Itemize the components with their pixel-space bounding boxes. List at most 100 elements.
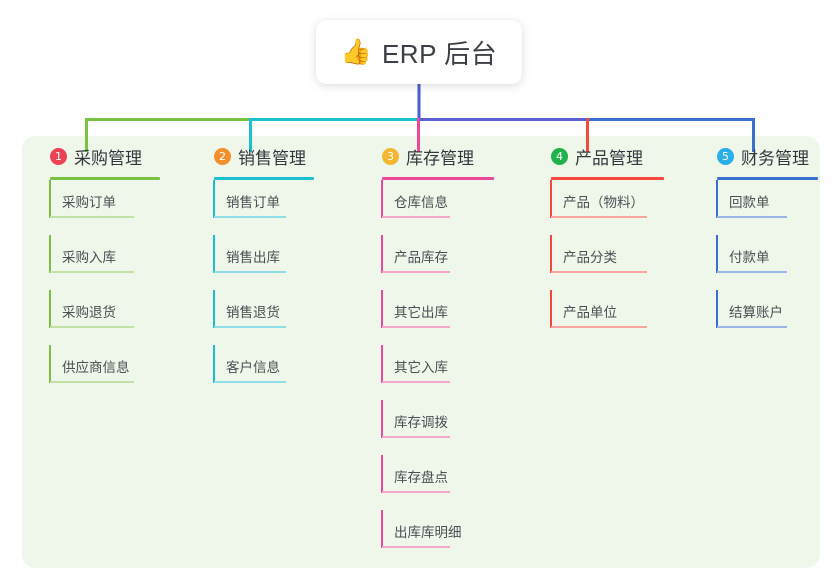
child-stem-line <box>716 180 718 218</box>
thumbs-up-icon: 👍 <box>340 37 372 66</box>
child-label: 采购订单 <box>62 195 116 210</box>
child-stem-line <box>213 235 215 273</box>
branch-header-5[interactable]: 5 财务管理 <box>703 143 818 169</box>
child-underline <box>382 271 450 273</box>
branch-child-item[interactable]: 出库库明细 <box>368 510 494 565</box>
child-stem-line <box>49 180 51 218</box>
child-underline <box>382 216 450 218</box>
root-label: ERP 后台 <box>381 38 498 69</box>
child-underline <box>382 491 450 493</box>
branch-children: 回款单付款单结算账户 <box>703 180 818 345</box>
child-label: 产品（物料） <box>563 195 644 210</box>
child-label: 出库库明细 <box>394 525 462 540</box>
child-underline <box>50 381 134 383</box>
child-underline <box>214 271 286 273</box>
child-stem-line <box>381 400 383 438</box>
child-stem-line <box>381 455 383 493</box>
branch-underline <box>214 177 314 180</box>
branch-child-item[interactable]: 客户信息 <box>200 345 314 400</box>
child-label: 产品分类 <box>563 250 617 265</box>
branch-underline <box>382 177 494 180</box>
branch-underline <box>50 177 160 180</box>
child-underline <box>717 216 787 218</box>
branch-title: 财务管理 <box>741 148 809 168</box>
root-node[interactable]: 👍 ERP 后台 <box>316 20 522 84</box>
child-underline <box>382 326 450 328</box>
child-label: 客户信息 <box>226 360 280 375</box>
branch-child-item[interactable]: 其它出库 <box>368 290 494 345</box>
branch-number-badge: 5 <box>717 147 734 165</box>
branch-underline <box>551 177 664 180</box>
branches-panel <box>22 136 820 568</box>
branch-child-item[interactable]: 结算账户 <box>703 290 818 345</box>
branch-child-item[interactable]: 产品分类 <box>537 235 664 290</box>
child-stem-line <box>213 290 215 328</box>
child-stem-line <box>381 510 383 548</box>
child-stem-line <box>49 345 51 383</box>
child-label: 销售出库 <box>226 250 280 265</box>
child-stem-line <box>381 345 383 383</box>
child-stem-line <box>49 235 51 273</box>
branch-child-item[interactable]: 采购入库 <box>36 235 160 290</box>
branch-child-item[interactable]: 销售出库 <box>200 235 314 290</box>
branch-child-item[interactable]: 产品单位 <box>537 290 664 345</box>
branch-child-item[interactable]: 销售订单 <box>200 180 314 235</box>
child-stem-line <box>213 180 215 218</box>
child-underline <box>717 326 787 328</box>
branch-child-item[interactable]: 产品库存 <box>368 235 494 290</box>
child-label: 其它出库 <box>394 305 448 320</box>
branch-title: 销售管理 <box>238 148 306 168</box>
branch-underline <box>717 177 818 180</box>
child-label: 采购入库 <box>62 250 116 265</box>
child-label: 库存调拨 <box>394 415 448 430</box>
branch-child-item[interactable]: 供应商信息 <box>36 345 160 400</box>
child-underline <box>50 326 134 328</box>
child-underline <box>551 326 647 328</box>
child-underline <box>214 381 286 383</box>
child-label: 结算账户 <box>729 305 783 320</box>
branch-child-item[interactable]: 采购退货 <box>36 290 160 345</box>
branch-child-item[interactable]: 产品（物料） <box>537 180 664 235</box>
child-label: 采购退货 <box>62 305 116 320</box>
branch-child-item[interactable]: 付款单 <box>703 235 818 290</box>
child-stem-line <box>716 235 718 273</box>
branch-child-item[interactable]: 回款单 <box>703 180 818 235</box>
branch-child-item[interactable]: 采购订单 <box>36 180 160 235</box>
child-underline <box>551 271 647 273</box>
child-label: 仓库信息 <box>394 195 448 210</box>
child-stem-line <box>550 180 552 218</box>
child-label: 付款单 <box>729 250 770 265</box>
branch-child-item[interactable]: 其它入库 <box>368 345 494 400</box>
child-stem-line <box>381 180 383 218</box>
child-stem-line <box>716 290 718 328</box>
child-underline <box>717 271 787 273</box>
branch-child-item[interactable]: 库存调拨 <box>368 400 494 455</box>
branch-child-item[interactable]: 库存盘点 <box>368 455 494 510</box>
branch-title: 库存管理 <box>406 148 474 168</box>
child-label: 产品库存 <box>394 250 448 265</box>
child-label: 产品单位 <box>563 305 617 320</box>
branch-children: 采购订单采购入库采购退货供应商信息 <box>36 180 160 400</box>
branch-number-badge: 1 <box>50 147 67 165</box>
child-underline <box>214 216 286 218</box>
child-label: 库存盘点 <box>394 470 448 485</box>
child-underline <box>214 326 286 328</box>
child-stem-line <box>550 290 552 328</box>
child-stem-line <box>49 290 51 328</box>
child-label: 供应商信息 <box>62 360 130 375</box>
branch-child-item[interactable]: 销售退货 <box>200 290 314 345</box>
branch-children: 产品（物料） 产品分类产品单位 <box>537 180 664 345</box>
branch-number-badge: 4 <box>551 147 568 165</box>
child-label: 回款单 <box>729 195 770 210</box>
branch-column-5: 5 财务管理回款单付款单结算账户 <box>703 143 818 345</box>
branch-child-item[interactable]: 仓库信息 <box>368 180 494 235</box>
child-underline <box>551 216 647 218</box>
